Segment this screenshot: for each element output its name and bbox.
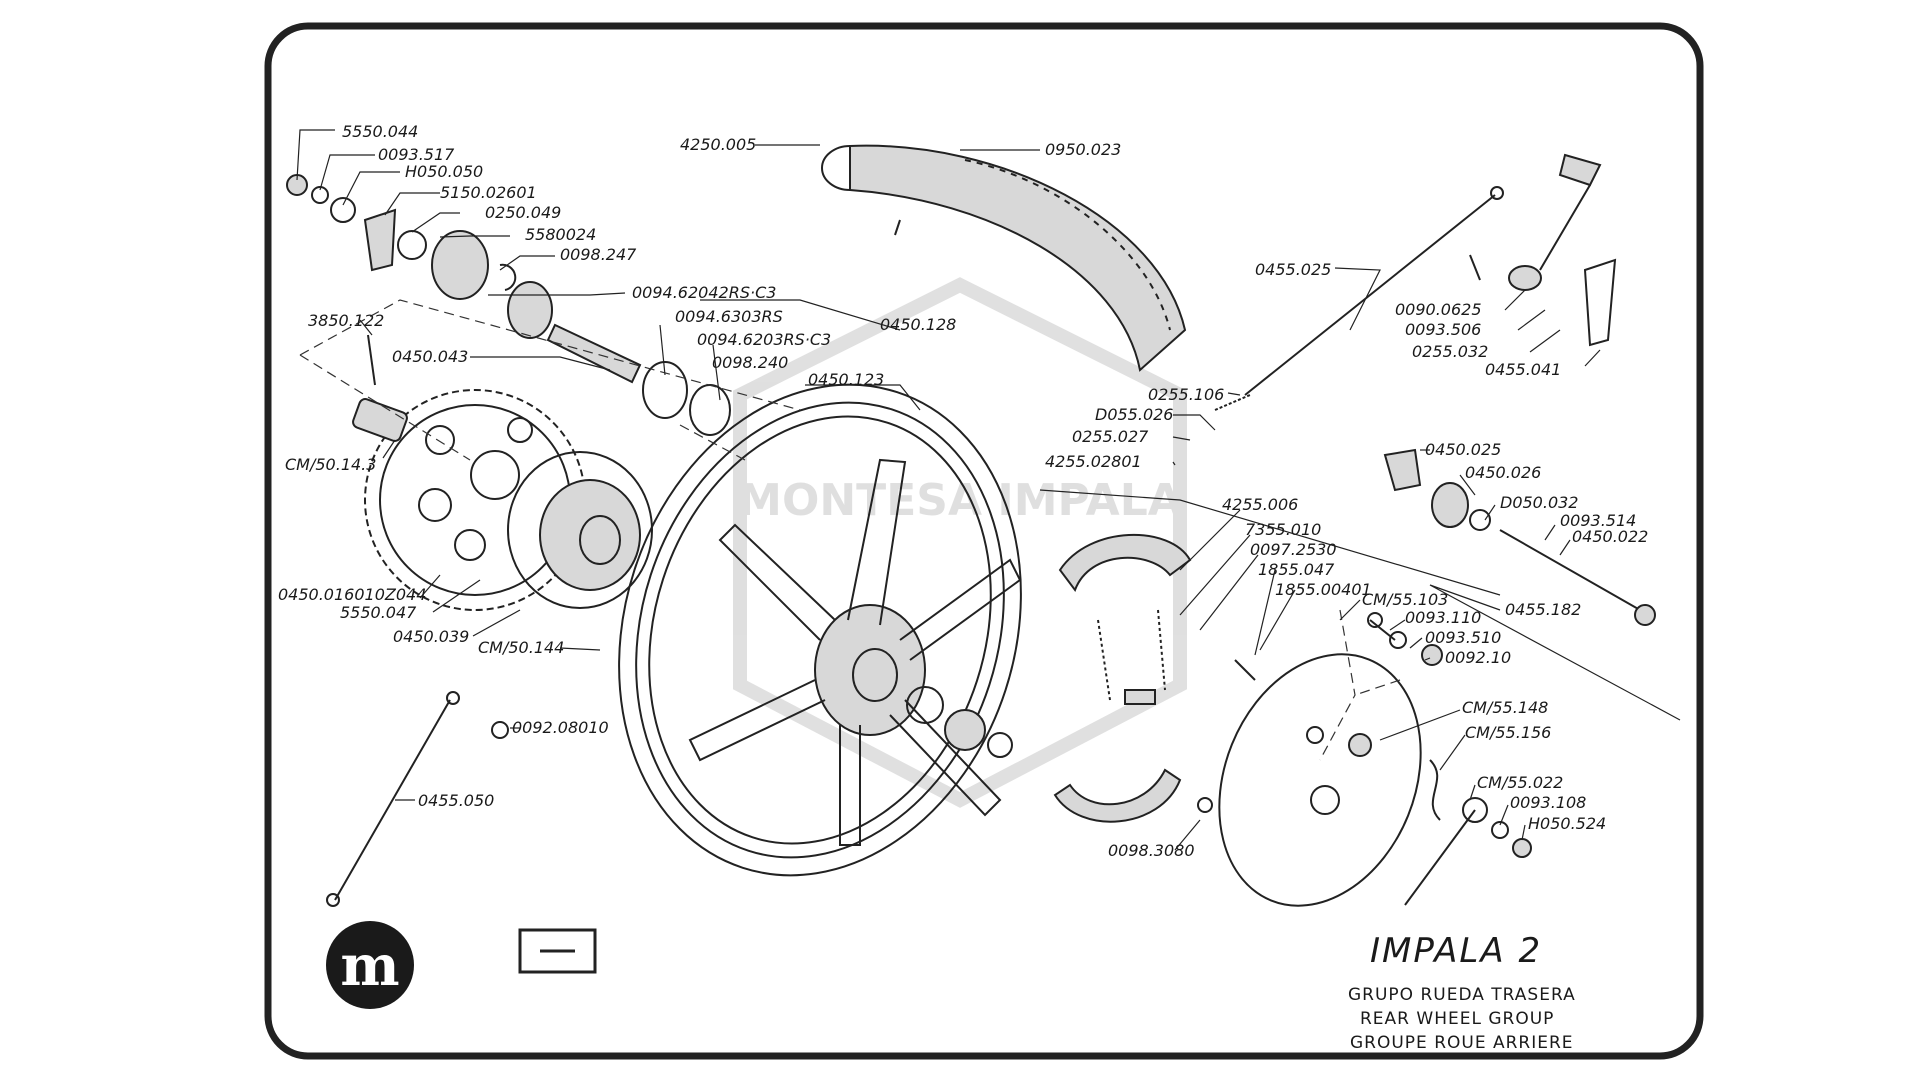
part-labels: 5550.044 0093.517 H050.050 5150.02601 02… bbox=[278, 122, 1648, 860]
part-label: 0450.026 bbox=[1465, 463, 1541, 482]
part-label: 0950.023 bbox=[1045, 140, 1121, 159]
brake-shoes bbox=[1053, 534, 1192, 823]
part-label: 0092.10 bbox=[1445, 648, 1511, 667]
part-label: 0250.049 bbox=[485, 203, 561, 222]
watermark-text: MONTESA IMPALA bbox=[738, 475, 1182, 526]
diagram-frame bbox=[264, 22, 1704, 1060]
part-label: D055.026 bbox=[1095, 405, 1173, 424]
part-label: 0093.108 bbox=[1510, 793, 1586, 812]
part-label: 0255.106 bbox=[1148, 385, 1224, 404]
diagram-title: IMPALA 2 bbox=[1370, 931, 1542, 971]
watermark: MONTESA IMPALA bbox=[733, 277, 1187, 808]
brake-plate bbox=[1218, 653, 1422, 907]
part-label: 0094.6303RS bbox=[675, 307, 783, 326]
part-label: 4250.005 bbox=[680, 135, 756, 154]
part-label: 0450.022 bbox=[1572, 527, 1648, 546]
part-label: H050.524 bbox=[1528, 814, 1606, 833]
hub-carrier bbox=[507, 451, 653, 609]
montesa-logo: m bbox=[326, 921, 414, 1009]
assembly-dash-lines bbox=[299, 299, 1401, 761]
part-label: 0098.247 bbox=[560, 245, 637, 264]
part-label: 0093.506 bbox=[1405, 320, 1481, 339]
part-label: 1855.047 bbox=[1258, 560, 1335, 579]
part-label: CM/50.14.3 bbox=[285, 455, 376, 474]
part-label: 0094.6203RS·C3 bbox=[697, 330, 831, 349]
part-label: 0092.08010 bbox=[512, 718, 609, 737]
part-label: 0098.240 bbox=[712, 353, 788, 372]
subtitle-english: REAR WHEEL GROUP bbox=[1360, 1009, 1554, 1029]
part-label: 0450.043 bbox=[392, 347, 468, 366]
part-label: 0093.517 bbox=[378, 145, 455, 164]
part-label: 4255.02801 bbox=[1045, 452, 1142, 471]
part-label: CM/50.144 bbox=[478, 638, 564, 657]
part-label: 5580024 bbox=[525, 225, 596, 244]
subtitle-spanish: GRUPO RUEDA TRASERA bbox=[1348, 985, 1576, 1005]
part-label: 3850.122 bbox=[308, 311, 384, 330]
part-label: 0450.128 bbox=[880, 315, 956, 334]
part-label: 5550.047 bbox=[340, 603, 417, 622]
rear-wheel bbox=[618, 383, 1022, 877]
part-label: D050.032 bbox=[1500, 493, 1578, 512]
part-label: 0093.514 bbox=[1560, 511, 1636, 530]
small-parts-upper-left bbox=[286, 174, 731, 907]
part-label: 0098.3080 bbox=[1108, 841, 1195, 860]
part-label: 0455.050 bbox=[418, 791, 494, 810]
part-label: 5150.02601 bbox=[440, 183, 537, 202]
part-label: 0097.2530 bbox=[1250, 540, 1337, 559]
subtitle-french: GROUPE ROUE ARRIERE bbox=[1350, 1033, 1574, 1053]
logo-glyph: m bbox=[340, 933, 399, 999]
part-label: 1855.00401 bbox=[1275, 580, 1372, 599]
part-label: 0450.123 bbox=[808, 370, 884, 389]
part-label: CM/55.148 bbox=[1462, 698, 1548, 717]
part-label: 0450.039 bbox=[393, 627, 469, 646]
boxed-dash-symbol bbox=[518, 928, 597, 974]
part-label: 0455.182 bbox=[1505, 600, 1581, 619]
part-label: CM/55.022 bbox=[1477, 773, 1563, 792]
part-label: 0094.62042RS·C3 bbox=[632, 283, 776, 302]
part-label: 0450.016010Z044 bbox=[278, 585, 426, 604]
part-label: 0255.027 bbox=[1072, 427, 1149, 446]
axle-parts-right bbox=[1197, 448, 1656, 906]
part-label: 7355.010 bbox=[1245, 520, 1321, 539]
part-label: 0450.025 bbox=[1425, 440, 1501, 459]
part-label: 0255.032 bbox=[1412, 342, 1488, 361]
tire bbox=[821, 144, 1187, 372]
part-label: 0455.041 bbox=[1485, 360, 1561, 379]
part-label: 4255.006 bbox=[1222, 495, 1298, 514]
part-label: 5550.044 bbox=[342, 122, 418, 141]
brake-rod-and-pedal bbox=[1214, 153, 1617, 411]
part-label: H050.050 bbox=[405, 162, 483, 181]
part-label: 0093.510 bbox=[1425, 628, 1501, 647]
part-label: 0093.110 bbox=[1405, 608, 1481, 627]
part-label: CM/55.156 bbox=[1465, 723, 1551, 742]
part-label: 0090.0625 bbox=[1395, 300, 1482, 319]
part-label: 0455.025 bbox=[1255, 260, 1331, 279]
leader-lines bbox=[296, 129, 1681, 851]
part-label: CM/55.103 bbox=[1362, 590, 1448, 609]
